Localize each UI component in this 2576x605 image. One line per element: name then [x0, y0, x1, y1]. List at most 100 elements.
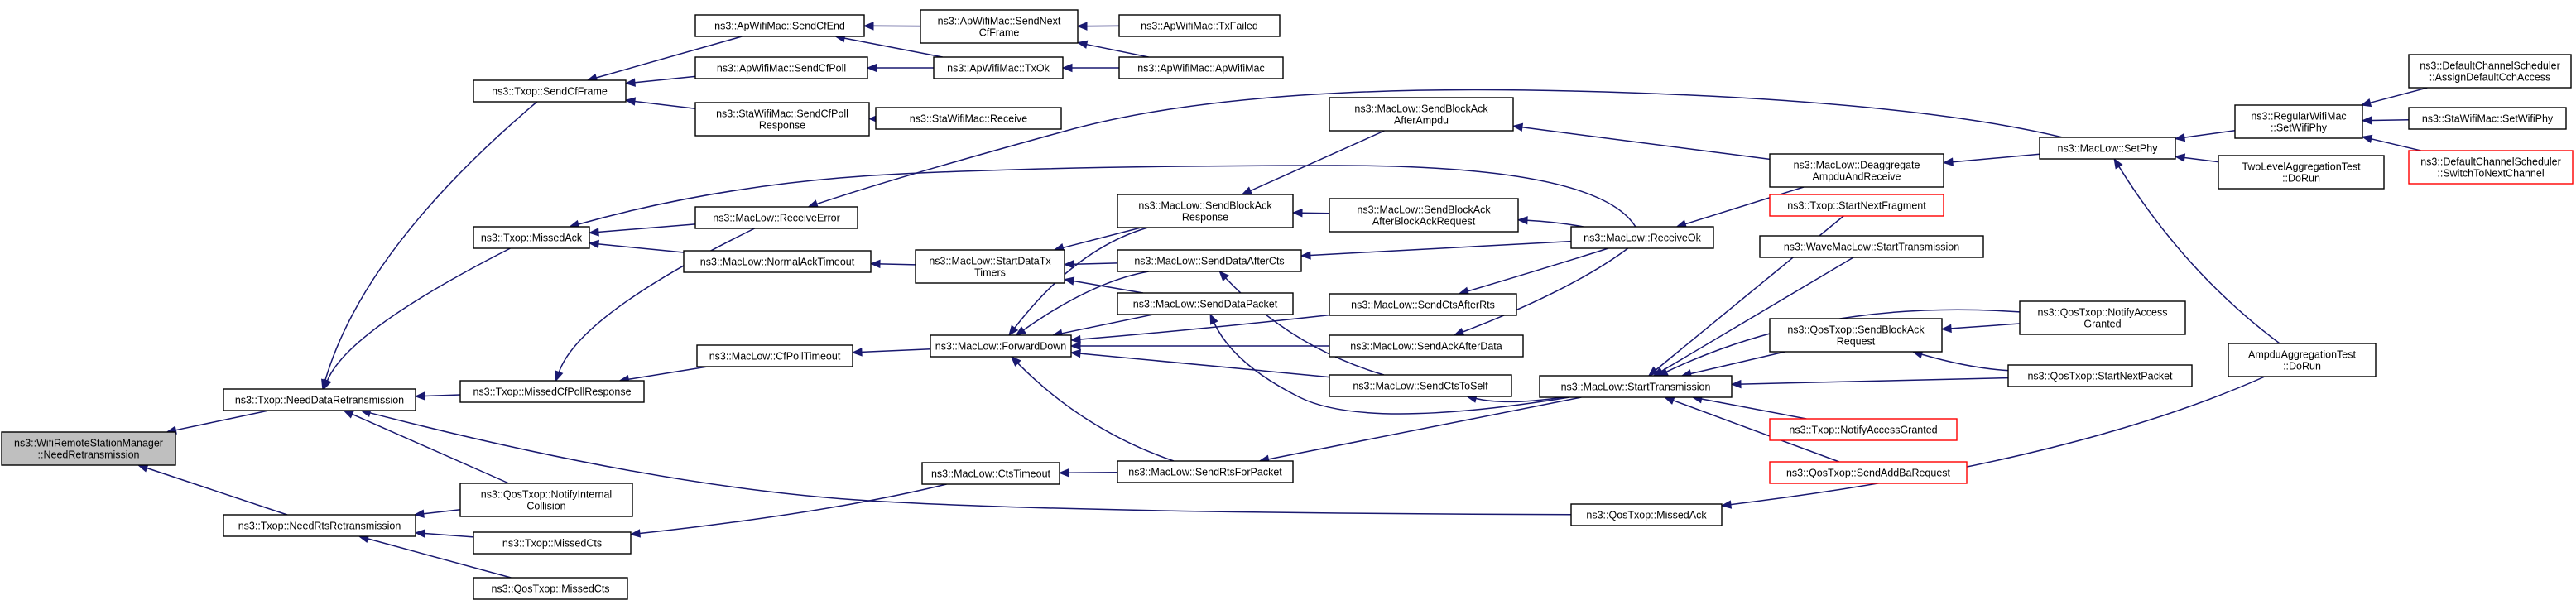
graph-node[interactable]: ns3::MacLow::SendCtsAfterRts: [1329, 293, 1517, 316]
graph-node[interactable]: AmpduAggregationTest::DoRun: [2228, 343, 2377, 377]
node-box[interactable]: [933, 56, 1064, 79]
graph-node[interactable]: ns3::Txop::MissedCfPollResponse: [459, 380, 645, 403]
graph-node[interactable]: ns3::MacLow::CfPollTimeout: [696, 344, 853, 367]
node-box[interactable]: [1329, 334, 1524, 358]
node-box[interactable]: [915, 249, 1065, 284]
node-box[interactable]: [1117, 249, 1302, 272]
node-box[interactable]: [459, 380, 645, 403]
node-box[interactable]: [1570, 503, 1723, 526]
node-box[interactable]: [1118, 14, 1281, 37]
node-box[interactable]: [2218, 155, 2385, 190]
node-box[interactable]: [1118, 56, 1284, 79]
node-box[interactable]: [2408, 107, 2567, 130]
graph-node[interactable]: ns3::MacLow::SendAckAfterData: [1329, 334, 1524, 358]
graph-node[interactable]: TwoLevelAggregationTest::DoRun: [2218, 155, 2385, 190]
graph-node[interactable]: ns3::ApWifiMac::ApWifiMac: [1118, 56, 1284, 79]
node-box[interactable]: [1329, 198, 1519, 233]
node-label: ns3::Txop::StartNextFragment: [1787, 200, 1926, 212]
graph-node[interactable]: ns3::MacLow::ForwardDown: [930, 334, 1072, 358]
node-box[interactable]: [1570, 226, 1714, 249]
graph-node[interactable]: ns3::Txop::StartNextFragment: [1769, 194, 1944, 217]
node-box[interactable]: [473, 577, 628, 600]
node-box[interactable]: [2408, 54, 2572, 89]
node-box[interactable]: [473, 531, 632, 555]
node-box[interactable]: [921, 462, 1060, 485]
graph-node[interactable]: ns3::Txop::NotifyAccessGranted: [1769, 418, 1958, 441]
node-box[interactable]: [223, 388, 416, 411]
node-box[interactable]: [1329, 97, 1514, 132]
node-box[interactable]: [920, 9, 1079, 44]
graph-node[interactable]: ns3::MacLow::SendDataAfterCts: [1117, 249, 1302, 272]
graph-node[interactable]: ns3::MacLow::StartTransmission: [1539, 375, 1733, 398]
graph-node[interactable]: ns3::MacLow::SendCtsToSelf: [1329, 374, 1512, 397]
graph-node[interactable]: ns3::QosTxop::StartNextPacket: [2007, 364, 2193, 387]
graph-node[interactable]: ns3::ApWifiMac::TxFailed: [1118, 14, 1281, 37]
node-box[interactable]: [1769, 418, 1958, 441]
node-box[interactable]: [930, 334, 1072, 358]
graph-node[interactable]: ns3::RegularWifiMac::SetWifiPhy: [2234, 104, 2363, 139]
call-edge: [1663, 396, 1840, 463]
graph-node[interactable]: ns3::Txop::MissedCts: [473, 531, 632, 555]
graph-node[interactable]: ns3::MacLow::SendRtsForPacket: [1117, 460, 1294, 483]
node-box[interactable]: [473, 226, 590, 249]
graph-node[interactable]: ns3::MacLow::SetPhy: [2039, 137, 2176, 160]
graph-node[interactable]: ns3::WaveMacLow::StartTransmission: [1759, 235, 1984, 258]
node-box[interactable]: [1769, 461, 1968, 484]
graph-node[interactable]: ns3::QosTxop::NotifyAccessGranted: [2019, 300, 2186, 335]
graph-node[interactable]: ns3::MacLow::ReceiveError: [694, 206, 858, 229]
node-box[interactable]: [2234, 104, 2363, 139]
graph-node[interactable]: ns3::Txop::SendCfFrame: [473, 79, 627, 103]
node-box[interactable]: [694, 56, 868, 79]
graph-node[interactable]: ns3::Txop::NeedDataRetransmission: [223, 388, 416, 411]
node-box[interactable]: [1759, 235, 1984, 258]
graph-node[interactable]: ns3::QosTxop::SendAddBaRequest: [1769, 461, 1968, 484]
node-box[interactable]: [1117, 460, 1294, 483]
node-box[interactable]: [875, 107, 1062, 130]
node-box[interactable]: [2408, 150, 2574, 185]
graph-node[interactable]: ns3::QosTxop::MissedAck: [1570, 503, 1723, 526]
graph-node[interactable]: ns3::Txop::MissedAck: [473, 226, 590, 249]
node-box[interactable]: [1117, 194, 1294, 228]
graph-node[interactable]: ns3::Txop::NeedRtsRetransmission: [223, 514, 416, 537]
node-box[interactable]: [694, 102, 870, 137]
node-box[interactable]: [1117, 292, 1294, 315]
graph-node[interactable]: ns3::MacLow::SendBlockAckAfterBlockAckRe…: [1329, 198, 1519, 233]
node-box[interactable]: [2228, 343, 2377, 377]
node-box[interactable]: [1769, 153, 1944, 188]
graph-node[interactable]: ns3::MacLow::NormalAckTimeout: [683, 250, 872, 273]
node-box[interactable]: [2039, 137, 2176, 160]
node-box[interactable]: [1329, 293, 1517, 316]
graph-node[interactable]: ns3::MacLow::SendDataPacket: [1117, 292, 1294, 315]
graph-node[interactable]: ns3::ApWifiMac::SendCfPoll: [694, 56, 868, 79]
node-box[interactable]: [696, 344, 853, 367]
node-box[interactable]: [1329, 374, 1512, 397]
graph-node[interactable]: ns3::DefaultChannelScheduler::AssignDefa…: [2408, 54, 2572, 89]
node-box[interactable]: [694, 206, 858, 229]
node-box[interactable]: [2019, 300, 2186, 335]
node-box[interactable]: [459, 483, 633, 517]
node-box[interactable]: [1769, 194, 1944, 217]
graph-node[interactable]: ns3::MacLow::ReceiveOk: [1570, 226, 1714, 249]
node-box[interactable]: [223, 514, 416, 537]
graph-node[interactable]: ns3::DefaultChannelScheduler::SwitchToNe…: [2408, 150, 2574, 185]
node-box[interactable]: [473, 79, 627, 103]
node-box[interactable]: [694, 14, 865, 37]
node-box[interactable]: [1769, 318, 1943, 353]
graph-node[interactable]: ns3::MacLow::CtsTimeout: [921, 462, 1060, 485]
graph-node[interactable]: ns3::ApWifiMac::SendCfEnd: [694, 14, 865, 37]
graph-node[interactable]: ns3::StaWifiMac::SetWifiPhy: [2408, 107, 2567, 130]
node-box[interactable]: [683, 250, 872, 273]
graph-node[interactable]: ns3::ApWifiMac::TxOk: [933, 56, 1064, 79]
node-box[interactable]: [2007, 364, 2193, 387]
node-box[interactable]: [1539, 375, 1733, 398]
graph-node[interactable]: ns3::QosTxop::MissedCts: [473, 577, 628, 600]
graph-node[interactable]: ns3::StaWifiMac::Receive: [875, 107, 1062, 130]
